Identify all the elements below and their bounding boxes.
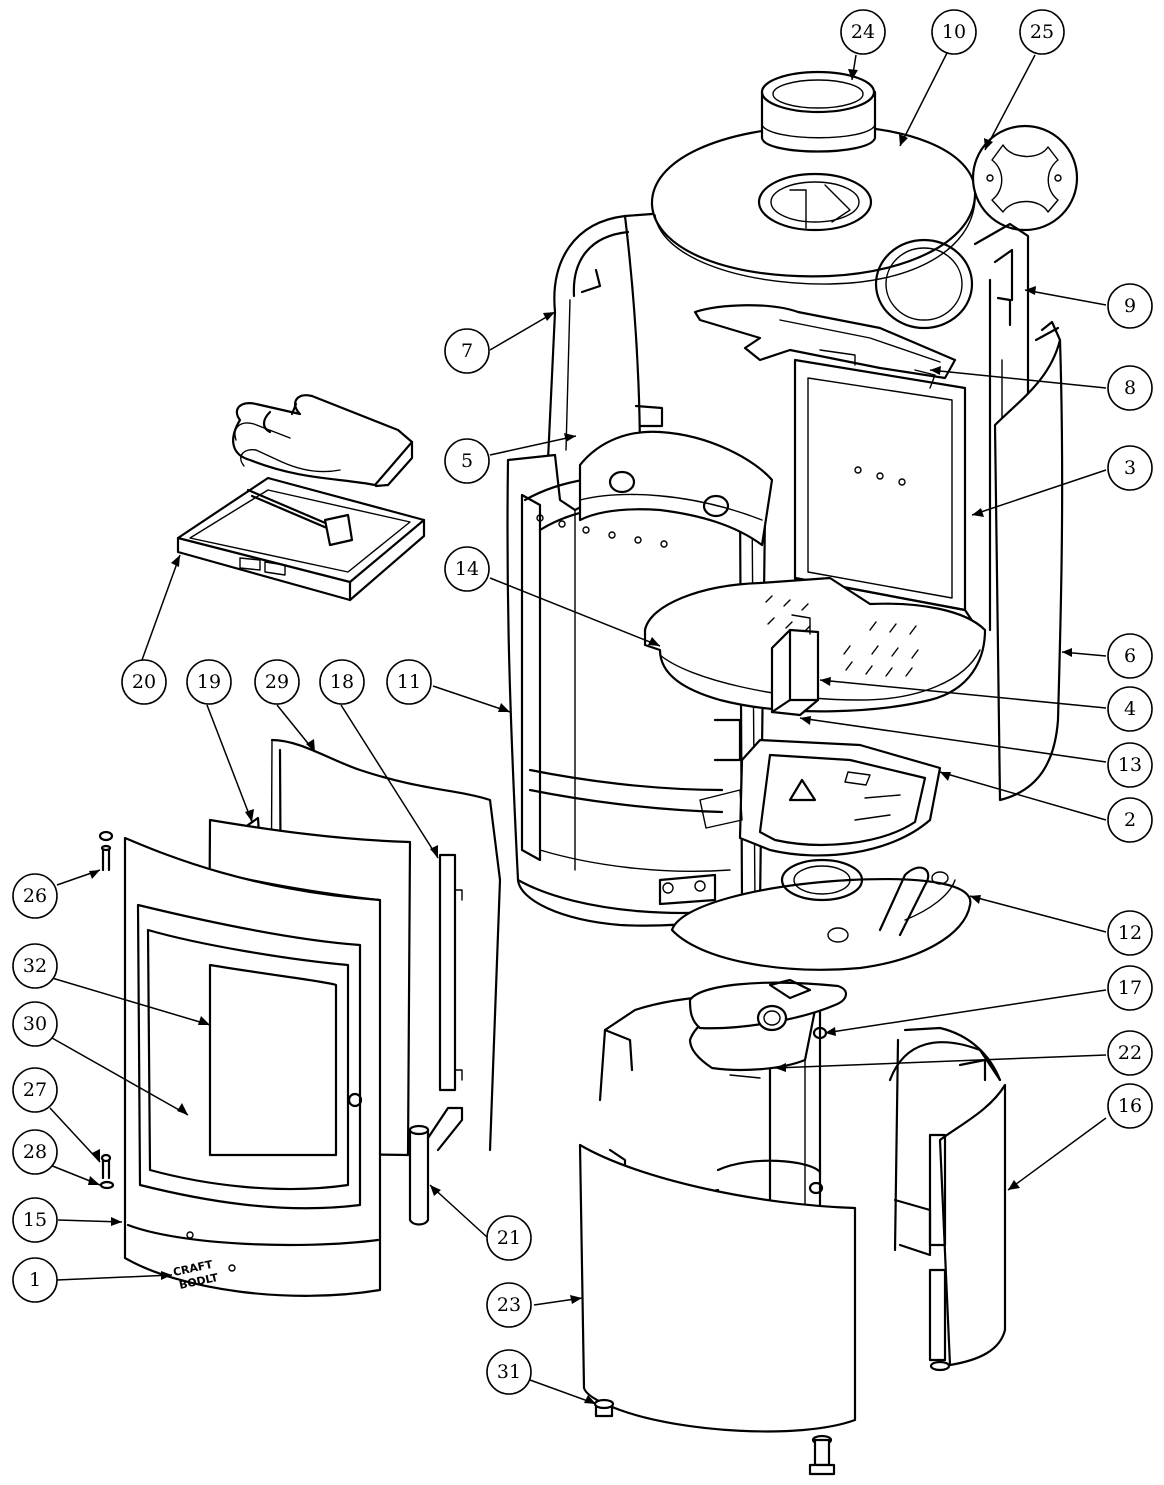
- svg-text:21: 21: [497, 1227, 521, 1249]
- callout-4: 4: [1107, 686, 1153, 732]
- svg-text:32: 32: [23, 955, 47, 977]
- flue-collar: [760, 70, 877, 153]
- ash-box-4: [770, 614, 820, 717]
- svg-text:25: 25: [1030, 21, 1054, 43]
- callout-30: 30: [12, 1001, 58, 1047]
- callout-31: 31: [486, 1349, 532, 1395]
- callout-1: 1: [12, 1257, 58, 1303]
- leader-arrowheads: [88, 69, 1072, 1404]
- tool-tray-20: [176, 476, 426, 602]
- svg-text:15: 15: [23, 1209, 47, 1231]
- adjusting-foot: [808, 1434, 836, 1476]
- top-plate-17: [688, 978, 847, 1032]
- svg-text:1: 1: [29, 1269, 41, 1291]
- callout-16: 16: [1107, 1083, 1153, 1129]
- callout-32: 32: [12, 943, 58, 989]
- callout-21: 21: [486, 1215, 532, 1261]
- hinge-pin-27: [100, 1153, 112, 1180]
- svg-text:13: 13: [1118, 754, 1142, 776]
- svg-text:19: 19: [197, 671, 221, 693]
- svg-text:6: 6: [1124, 645, 1136, 667]
- callout-12: 12: [1107, 910, 1153, 956]
- callout-19: 19: [186, 659, 232, 705]
- svg-text:14: 14: [455, 558, 479, 580]
- curved-baffle-5: [578, 430, 774, 547]
- callout-2: 2: [1107, 797, 1153, 843]
- callout-7: 7: [444, 328, 490, 374]
- callout-15: 15: [12, 1197, 58, 1243]
- svg-text:31: 31: [497, 1361, 521, 1383]
- front-skin-23: [578, 1143, 857, 1433]
- svg-text:4: 4: [1124, 698, 1136, 720]
- rear-skin-16: [888, 1026, 1007, 1372]
- callout-13: 13: [1107, 742, 1153, 788]
- callout-9: 9: [1107, 283, 1153, 329]
- callout-23: 23: [486, 1282, 532, 1328]
- hinge-pin-26: [98, 830, 114, 872]
- svg-text:20: 20: [132, 671, 156, 693]
- callout-18: 18: [319, 659, 365, 705]
- svg-text:3: 3: [1124, 457, 1136, 479]
- svg-text:29: 29: [265, 671, 289, 693]
- svg-text:23: 23: [497, 1294, 521, 1316]
- svg-text:24: 24: [851, 21, 875, 43]
- callout-22: 22: [1107, 1030, 1153, 1076]
- svg-text:18: 18: [330, 671, 354, 693]
- callout-29: 29: [254, 659, 300, 705]
- svg-text:28: 28: [23, 1141, 47, 1163]
- callout-24: 24: [840, 9, 886, 55]
- ash-pan-2: [699, 738, 942, 857]
- door-15: CRAFT BODLT: [123, 836, 382, 1297]
- svg-text:8: 8: [1124, 377, 1136, 399]
- svg-text:12: 12: [1118, 922, 1142, 944]
- svg-text:5: 5: [461, 450, 473, 472]
- handle-21: [408, 1106, 464, 1226]
- svg-text:22: 22: [1118, 1042, 1142, 1064]
- back-frame: [546, 212, 664, 462]
- svg-text:17: 17: [1118, 977, 1142, 999]
- svg-text:9: 9: [1124, 295, 1136, 317]
- callout-10: 10: [931, 9, 977, 55]
- glove: [232, 394, 414, 488]
- callout-11: 11: [386, 659, 432, 705]
- callout-20: 20: [121, 659, 167, 705]
- callout-5: 5: [444, 438, 490, 484]
- baffle-plate-25: [971, 124, 1079, 232]
- baffle-8: [693, 238, 974, 389]
- svg-text:27: 27: [23, 1079, 47, 1101]
- callout-8: 8: [1107, 365, 1153, 411]
- callout-6: 6: [1107, 633, 1153, 679]
- base-plate-12: [670, 858, 972, 971]
- foot-31: [593, 1398, 615, 1418]
- right-side-panel: [973, 222, 1064, 802]
- svg-text:16: 16: [1118, 1095, 1142, 1117]
- svg-text:30: 30: [23, 1013, 47, 1035]
- grate-slots: [765, 595, 919, 677]
- callout-27: 27: [12, 1067, 58, 1113]
- callout-3: 3: [1107, 445, 1153, 491]
- callouts: 24 10 25 9 8 3 6 4 13 2 12 17 22 16 7 5 …: [12, 9, 1153, 1395]
- callout-14: 14: [444, 546, 490, 592]
- svg-text:2: 2: [1124, 809, 1136, 831]
- callout-25: 25: [1019, 9, 1065, 55]
- svg-text:26: 26: [23, 885, 47, 907]
- callout-17: 17: [1107, 965, 1153, 1011]
- svg-text:10: 10: [942, 21, 966, 43]
- callout-28: 28: [12, 1129, 58, 1175]
- callout-26: 26: [12, 873, 58, 919]
- washer-28: [99, 1180, 115, 1190]
- svg-text:7: 7: [461, 340, 473, 362]
- svg-text:11: 11: [397, 671, 421, 693]
- poker-tool: [246, 488, 354, 547]
- hinge-18: [438, 853, 463, 1092]
